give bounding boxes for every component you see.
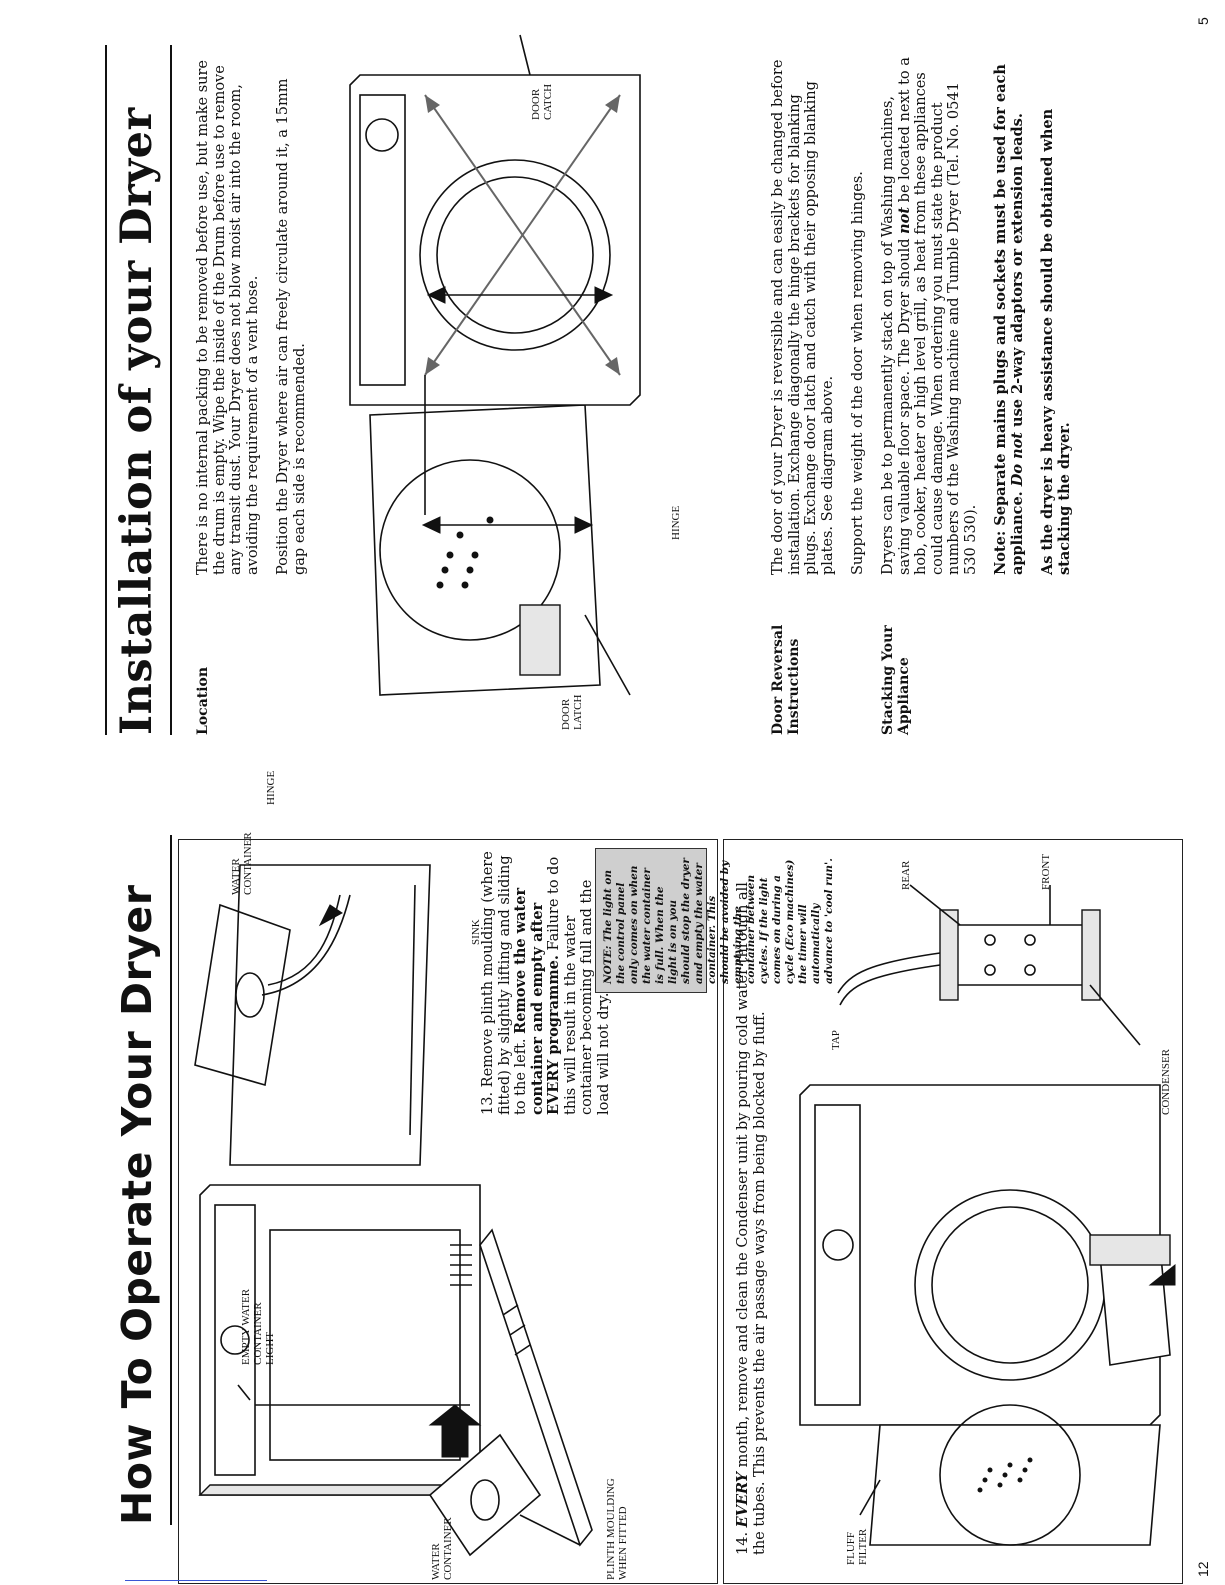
stacking-note: Note: Separate mains plugs and sockets m… [992, 64, 1026, 575]
location-p1: There is no internal packing to be remov… [195, 60, 261, 575]
condenser-illustration [799, 884, 1176, 1546]
label-door-catch: DOOR CATCH [530, 83, 554, 120]
stacking-heading: Stacking Your Appliance [880, 625, 912, 735]
step-13-number: 13. [480, 1091, 496, 1115]
stacking-text: Dryers can be to permanently stack on to… [880, 55, 1087, 575]
label-empty-water-light: EMPTY WATER CONTAINER LIGHT [240, 1288, 276, 1365]
label-hinge-top: HINGE [265, 770, 277, 805]
label-fluff-filter: FLUFF FILTER [845, 1528, 869, 1565]
right-page-number: 5 [1195, 17, 1211, 25]
stacking-heavy: As the dryer is heavy assistance should … [1039, 108, 1073, 575]
label-tap: TAP [830, 1030, 842, 1050]
door-reversal-diagram [349, 34, 641, 696]
note-box: NOTE: The light on the control panel onl… [595, 848, 835, 993]
left-page-number: 12 [1195, 1561, 1211, 1577]
stacking-p1: Dryers can be to permanently stack on to… [880, 57, 979, 575]
door-reversal-text: The door of your Dryer is reversible and… [770, 55, 881, 575]
step-14-every: EVERY [734, 1472, 751, 1528]
bottom-accent-line [125, 1580, 267, 1581]
location-heading: Location [195, 666, 211, 735]
left-page-title: How To Operate Your Dryer [113, 884, 161, 1525]
label-water-container: WATER CONTAINER [430, 1517, 454, 1580]
label-rear: REAR [900, 860, 912, 890]
label-water-container-2: WATER CONTAINER [230, 832, 254, 895]
dryer-plinth-illustration [194, 864, 593, 1557]
door-reversal-p2: Support the weight of the door when remo… [850, 171, 866, 575]
location-text: There is no internal packing to be remov… [195, 55, 322, 575]
label-plinth-moulding: PLINTH MOULDING WHEN FITTED [605, 1478, 629, 1580]
step-13: 13. Remove plinth moulding (where fitted… [480, 845, 612, 1115]
label-front: FRONT [1040, 853, 1052, 890]
right-title-rule [170, 45, 172, 735]
label-hinge-bottom: HINGE [670, 505, 682, 540]
step-14: 14. EVERY month, remove and clean the Co… [734, 855, 768, 1555]
right-page-title: Installation of your Dryer [112, 107, 162, 735]
label-condenser: CONDENSER [1160, 1048, 1172, 1115]
door-reversal-p1: The door of your Dryer is reversible and… [770, 59, 836, 575]
step-14-text: month, remove and clean the Condenser un… [735, 882, 768, 1555]
door-reversal-heading: Door Reversal Instructions [770, 624, 802, 735]
left-title-rule [170, 835, 172, 1525]
label-door-latch: DOOR LATCH [560, 694, 584, 730]
right-title-top-rule [105, 45, 107, 735]
location-p2: Position the Dryer where air can freely … [275, 78, 308, 575]
note-label: NOTE: [602, 945, 614, 984]
step-14-number: 14. [735, 1531, 751, 1555]
